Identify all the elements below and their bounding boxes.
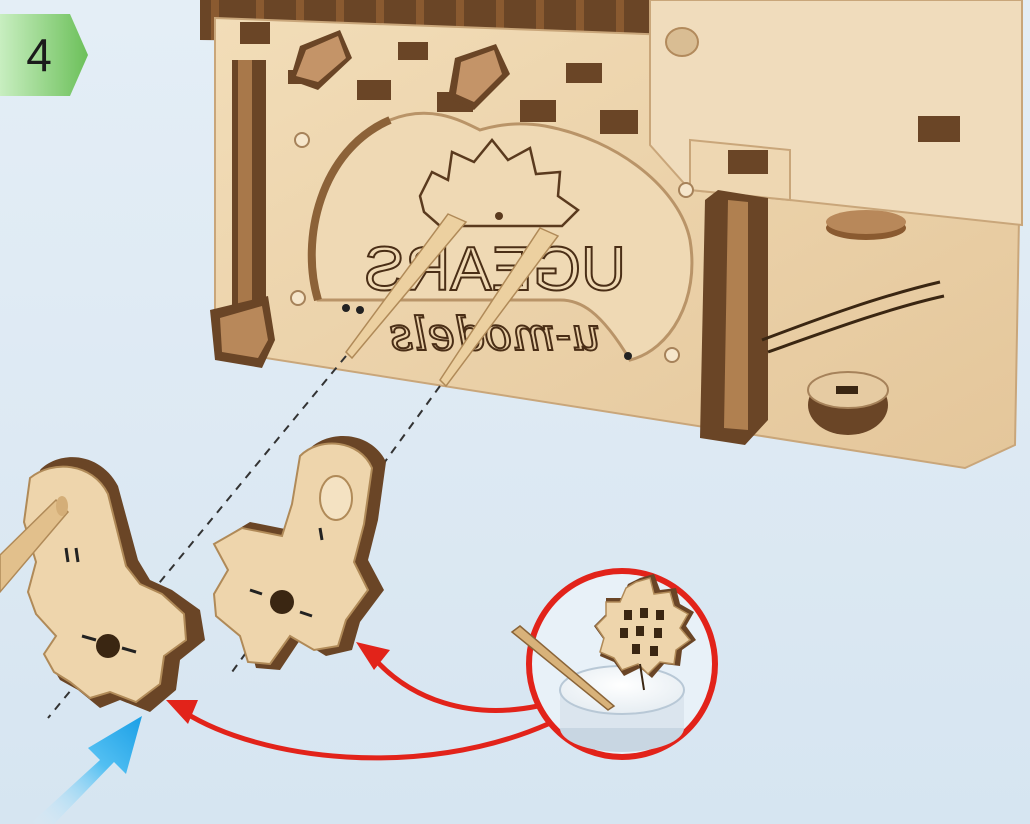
red-arrowhead-upper	[356, 642, 390, 670]
wooden-box: UGEARS u-models	[200, 0, 1022, 468]
gear-part-middle	[214, 436, 386, 670]
step-number: 4	[0, 14, 78, 96]
glue-detail-callout	[512, 571, 715, 757]
red-arrowhead-lower	[166, 700, 198, 724]
red-arrows	[184, 656, 548, 758]
blue-insert-arrow	[30, 716, 142, 824]
gear-part-left	[0, 457, 205, 712]
